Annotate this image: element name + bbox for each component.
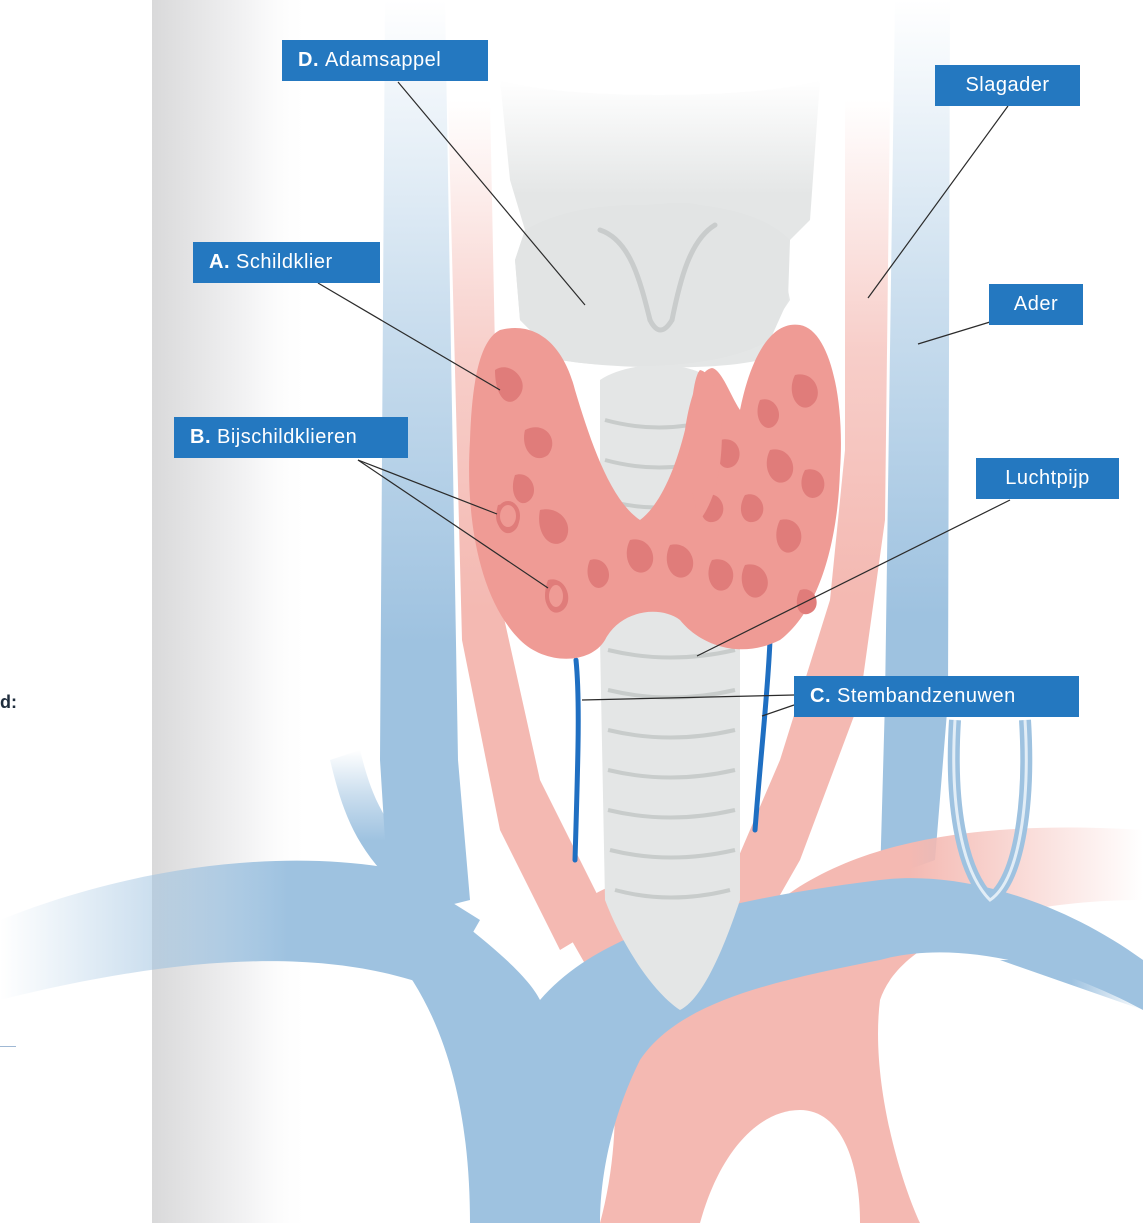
label-bijschildklieren: B. Bijschildklieren — [174, 417, 408, 458]
label-ader: Ader — [989, 284, 1083, 325]
label-letter: A. — [209, 251, 230, 273]
label-letter: D. — [298, 49, 319, 71]
label-text: Ader — [1014, 293, 1058, 315]
right-vein-fade — [1000, 960, 1143, 1010]
edge-divider — [0, 1046, 16, 1047]
label-text: Adamsappel — [325, 49, 441, 71]
label-text: Schildklier — [236, 251, 333, 273]
label-text: Bijschildklieren — [217, 426, 357, 448]
parathyroid-upper — [498, 503, 518, 529]
label-adamsappel: D. Adamsappel — [282, 40, 488, 81]
left-laryngeal-nerve — [575, 660, 578, 860]
label-slagader: Slagader — [935, 65, 1080, 106]
label-schildklier: A. Schildklier — [193, 242, 380, 283]
label-text: Luchtpijp — [1005, 467, 1090, 489]
neck-shadow — [152, 0, 312, 1223]
parathyroid-lower — [547, 583, 565, 609]
label-text: Slagader — [965, 74, 1049, 96]
label-luchtpijp: Luchtpijp — [976, 458, 1119, 499]
clipped-edge-text: d: — [0, 692, 17, 713]
label-letter: C. — [810, 685, 831, 707]
label-letter: B. — [190, 426, 211, 448]
label-text: Stembandzenuwen — [837, 685, 1016, 707]
label-stembandzenuwen: C. Stembandzenuwen — [794, 676, 1079, 717]
thyroid-cartilage — [515, 203, 790, 366]
right-jugular-vein — [880, 0, 950, 880]
